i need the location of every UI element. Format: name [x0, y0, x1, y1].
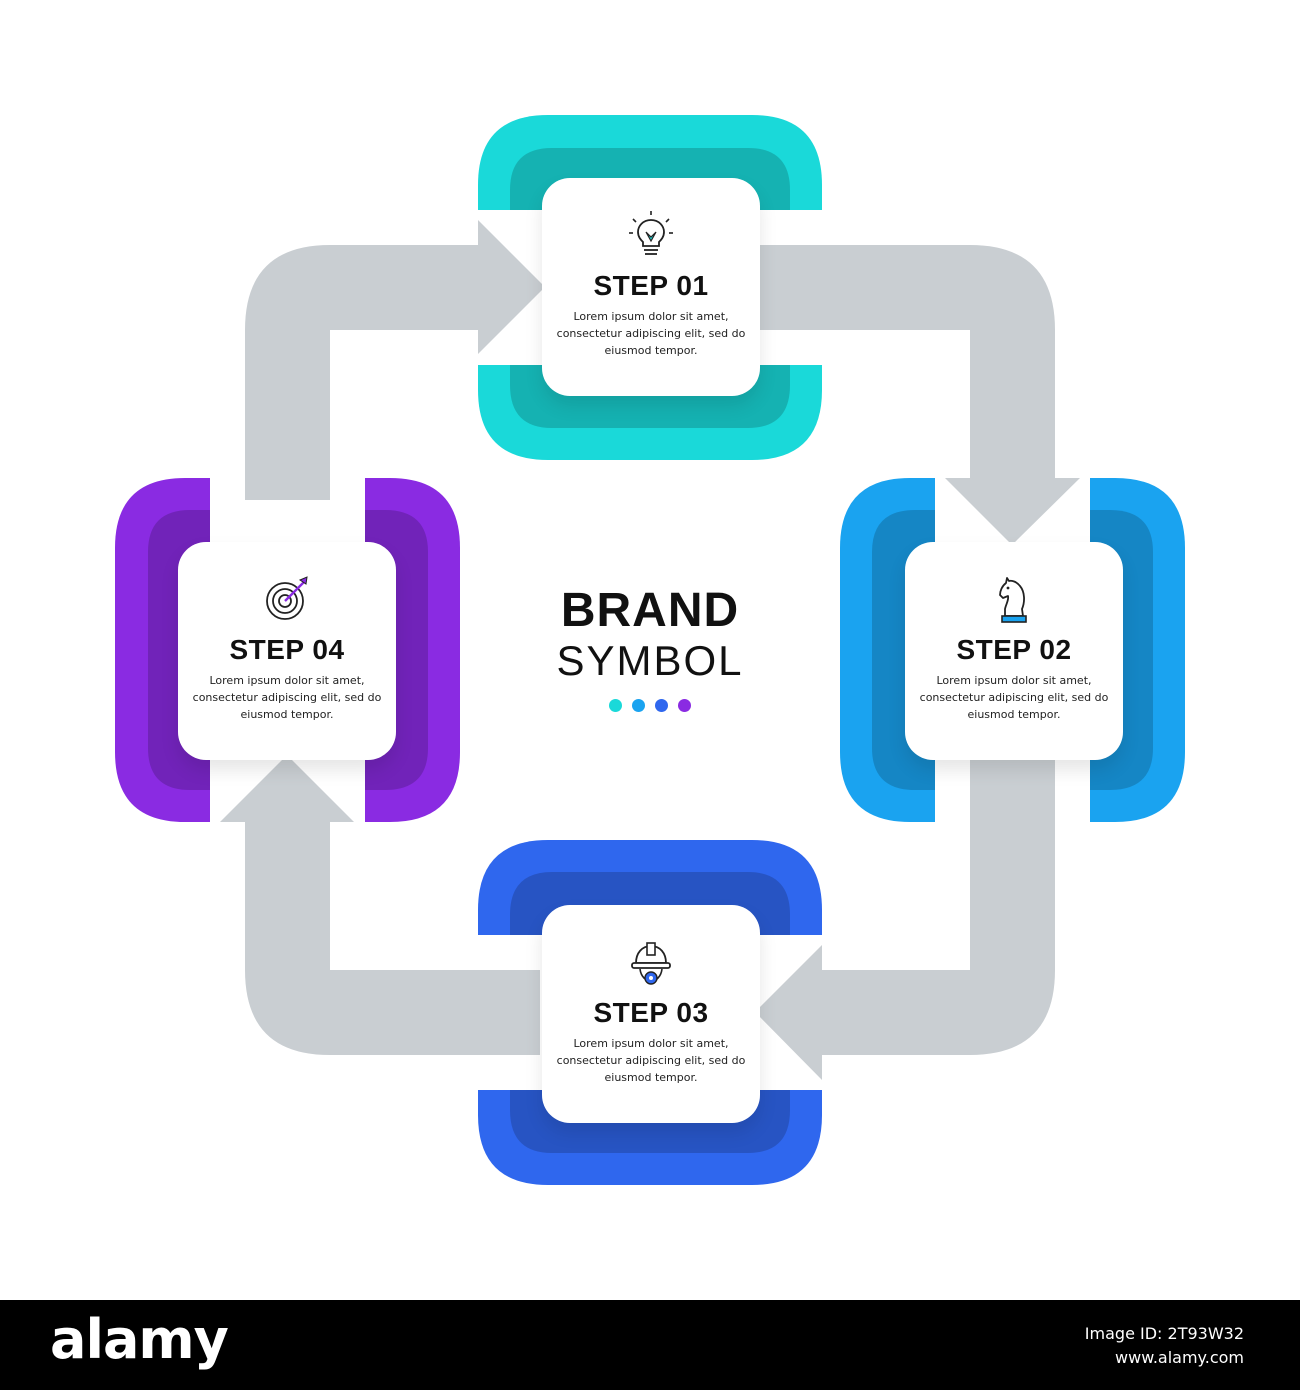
- engineer-helmet-gear-icon: [631, 942, 671, 985]
- dot-step4: [678, 699, 691, 712]
- step4-description: Lorem ipsum dolor sit amet, consectetur …: [192, 674, 382, 721]
- step4-title: STEP 04: [229, 634, 345, 665]
- step3-title: STEP 03: [593, 997, 709, 1028]
- step4-card: STEP 04 Lorem ipsum dolor sit amet, cons…: [178, 542, 396, 760]
- step2-description: Lorem ipsum dolor sit amet, consectetur …: [919, 674, 1109, 721]
- watermark-footer: alamy Image ID: 2T93W32 www.alamy.com: [0, 1300, 1300, 1390]
- image-id: Image ID: 2T93W32: [1084, 1324, 1244, 1343]
- arrow-step2-to-step3: [755, 760, 1055, 1080]
- chess-knight-icon: [999, 577, 1027, 623]
- dot-step2: [632, 699, 645, 712]
- arrow-step3-to-step4: [220, 755, 540, 1055]
- lightbulb-icon: [629, 211, 673, 255]
- dot-step3: [655, 699, 668, 712]
- step3-description: Lorem ipsum dolor sit amet, consectetur …: [556, 1037, 746, 1084]
- arrow-step1-to-step2: [760, 245, 1080, 545]
- step2-title: STEP 02: [956, 634, 1072, 665]
- step3-card: STEP 03 Lorem ipsum dolor sit amet, cons…: [542, 905, 760, 1123]
- infographic: STEP 01 Lorem ipsum dolor sit amet, cons…: [115, 115, 1185, 1185]
- target-dart-icon: [266, 576, 308, 620]
- step2-card: STEP 02 Lorem ipsum dolor sit amet, cons…: [905, 542, 1123, 760]
- arrow-step4-to-step1: [245, 220, 545, 500]
- brand-symbol: BRAND SYMBOL: [500, 585, 800, 715]
- color-dots: [500, 699, 800, 715]
- brand-title: BRAND: [560, 584, 740, 637]
- step1-card: STEP 01 Lorem ipsum dolor sit amet, cons…: [542, 178, 760, 396]
- footer-info: Image ID: 2T93W32 www.alamy.com: [1085, 1322, 1244, 1370]
- step1-title: STEP 01: [593, 270, 709, 301]
- alamy-logo: alamy: [50, 1308, 229, 1371]
- step1-description: Lorem ipsum dolor sit amet, consectetur …: [556, 310, 746, 357]
- site-url: www.alamy.com: [1115, 1348, 1244, 1367]
- connector-arrows: [220, 220, 1080, 1080]
- brand-subtitle: SYMBOL: [556, 637, 744, 684]
- dot-step1: [609, 699, 622, 712]
